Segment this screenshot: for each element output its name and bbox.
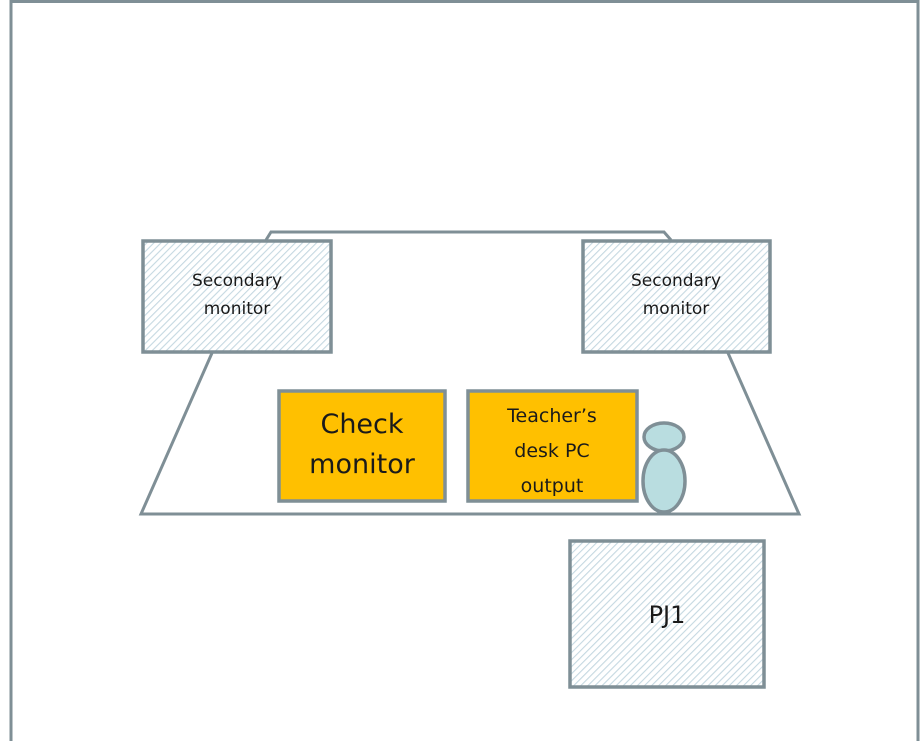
check-monitor: Check monitor	[277, 389, 447, 503]
projector-pj1: PJ1	[568, 539, 766, 689]
teacher-person-icon	[641, 421, 687, 514]
monitor-connector-bar	[264, 230, 673, 241]
teacher-pc-output-label-line3: output	[521, 475, 584, 497]
check-monitor-label-line1: Check	[320, 409, 403, 440]
teacher-desk	[138, 352, 802, 516]
secondary-monitor-right-label-line2: monitor	[643, 299, 710, 319]
secondary-monitor-right: Secondary monitor	[581, 239, 772, 354]
teacher-pc-output: Teacher’s desk PC output	[466, 389, 639, 503]
teacher-pc-output-label-line2: desk PC	[514, 440, 589, 462]
room-outline	[9, 0, 920, 741]
check-monitor-label-line2: monitor	[309, 449, 416, 480]
projector-pj1-label: PJ1	[649, 601, 686, 629]
secondary-monitor-right-label-line1: Secondary	[631, 271, 721, 291]
teacher-pc-output-label-line1: Teacher’s	[506, 405, 597, 427]
secondary-monitor-left-label-line1: Secondary	[192, 271, 282, 291]
secondary-monitor-left: Secondary monitor	[141, 239, 333, 354]
secondary-monitor-left-label-line2: monitor	[204, 299, 271, 319]
